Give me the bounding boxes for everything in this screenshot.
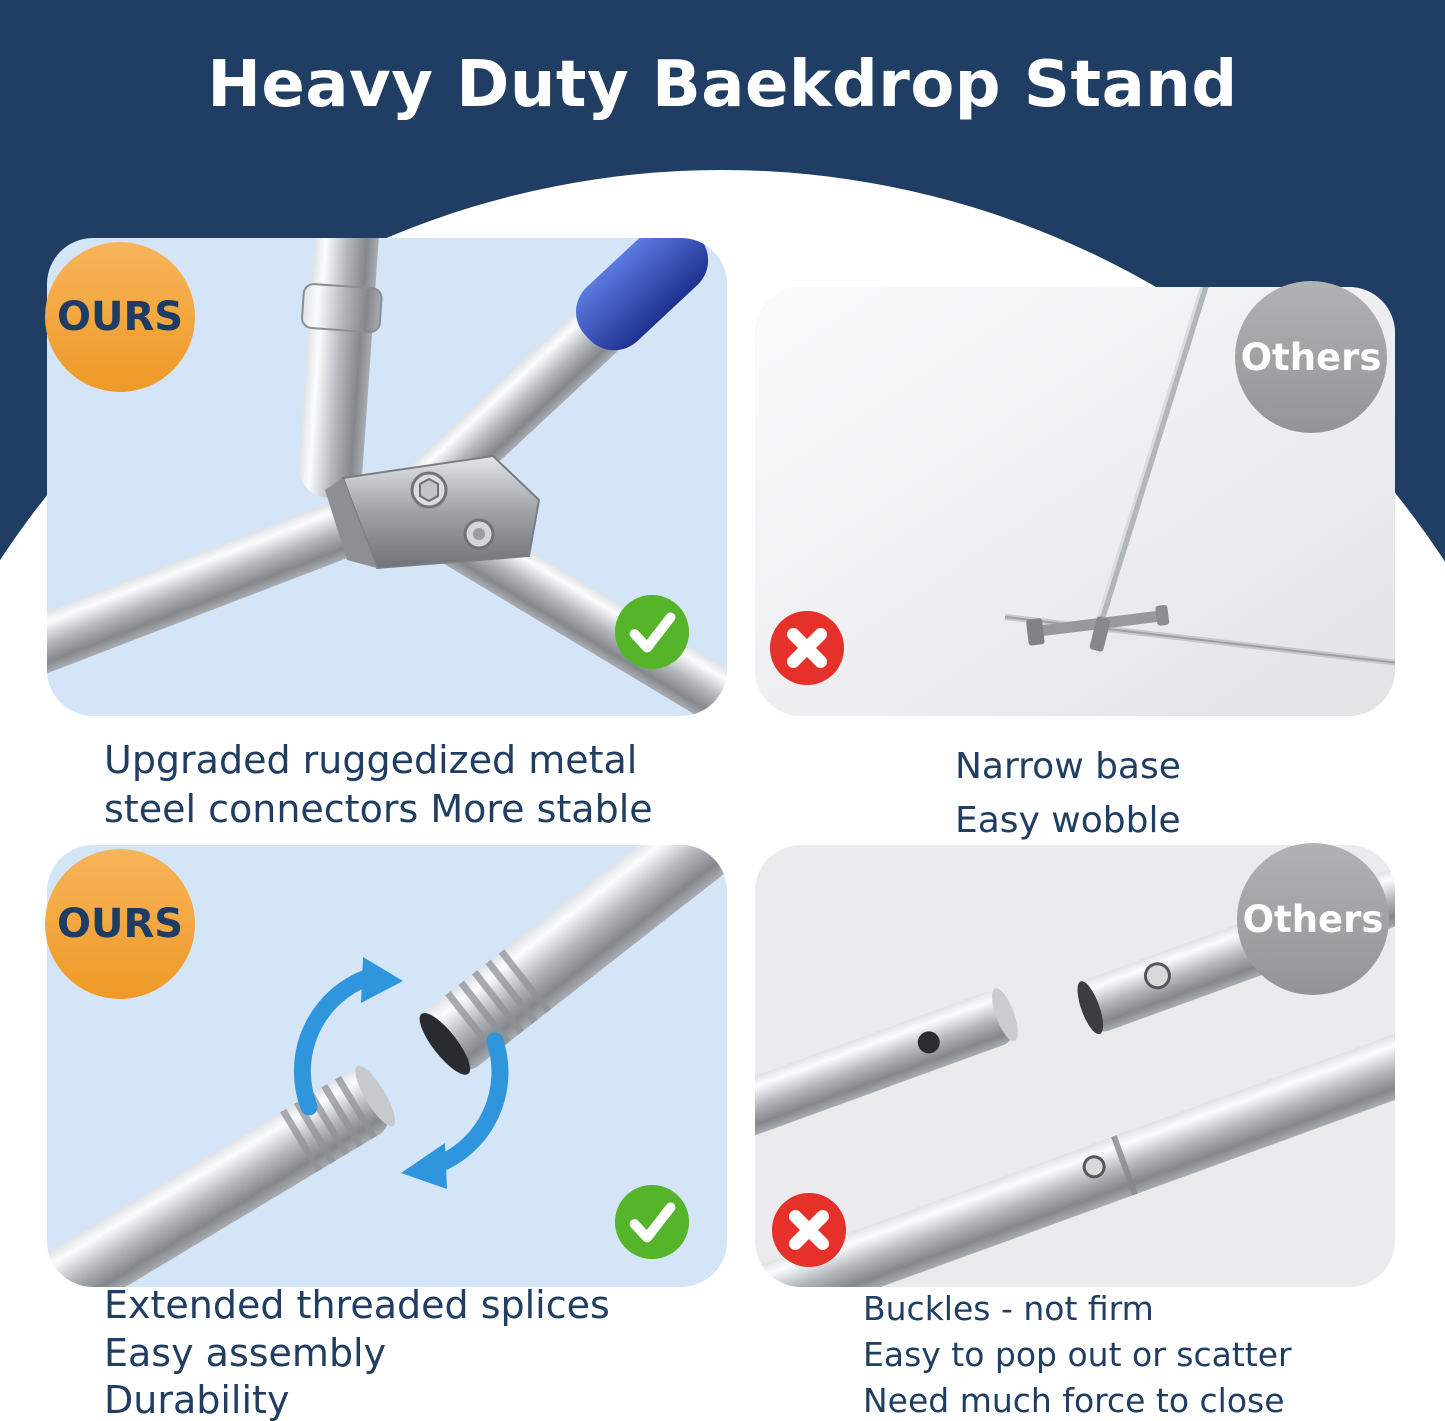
others-badge: Others xyxy=(1235,281,1387,433)
caption-line: Need much force to close xyxy=(863,1381,1285,1421)
caption-line: Upgraded ruggedized metal xyxy=(104,738,638,782)
caption-line: steel connectors More stable xyxy=(104,787,653,832)
caption-line: Easy to pop out or scatter xyxy=(863,1335,1292,1375)
caption-line: Extended threaded splices xyxy=(104,1283,610,1327)
narrow-base-illustration xyxy=(755,287,1395,716)
caption-line: Easy assembly xyxy=(104,1330,387,1375)
caption-ours-connector: Upgraded ruggedized metal steel connecto… xyxy=(104,736,653,835)
page-title: Heavy Duty Baekdrop Stand xyxy=(207,48,1238,122)
splice-photo xyxy=(47,845,727,1287)
caption-line: Buckles - not firm xyxy=(863,1289,1154,1328)
ours-badge: OURS xyxy=(45,242,195,392)
caption-ours-splice: Extended threaded splices Easy assembly … xyxy=(104,1282,610,1421)
ours-badge-label: OURS xyxy=(56,901,184,947)
caption-others-base: Narrow base Easy wobble xyxy=(955,740,1181,848)
metal-connector-illustration xyxy=(47,238,727,716)
cross-icon xyxy=(768,609,846,687)
others-badge-label: Others xyxy=(1240,335,1382,379)
caption-others-buckles: Buckles - not firm Easy to pop out or sc… xyxy=(863,1286,1292,1421)
caption-line: Narrow base xyxy=(955,746,1181,787)
caption-line: Durability xyxy=(104,1378,290,1421)
check-icon xyxy=(613,593,691,671)
panel-ours-splice: OURS xyxy=(45,845,727,1287)
caption-line: Easy wobble xyxy=(955,800,1181,841)
connector-photo xyxy=(47,238,727,716)
ours-badge-label: OURS xyxy=(56,294,184,340)
panel-others-buckles: Others xyxy=(755,843,1395,1287)
threaded-splice-illustration xyxy=(47,845,727,1287)
check-icon xyxy=(613,1183,691,1261)
narrow-base-photo xyxy=(755,287,1395,716)
panel-others-base: Others xyxy=(755,281,1395,716)
cross-icon xyxy=(770,1191,848,1269)
others-badge-label: Others xyxy=(1242,897,1384,941)
others-badge: Others xyxy=(1237,843,1389,995)
panel-ours-connector: OURS xyxy=(45,238,727,716)
ours-badge: OURS xyxy=(45,849,195,999)
